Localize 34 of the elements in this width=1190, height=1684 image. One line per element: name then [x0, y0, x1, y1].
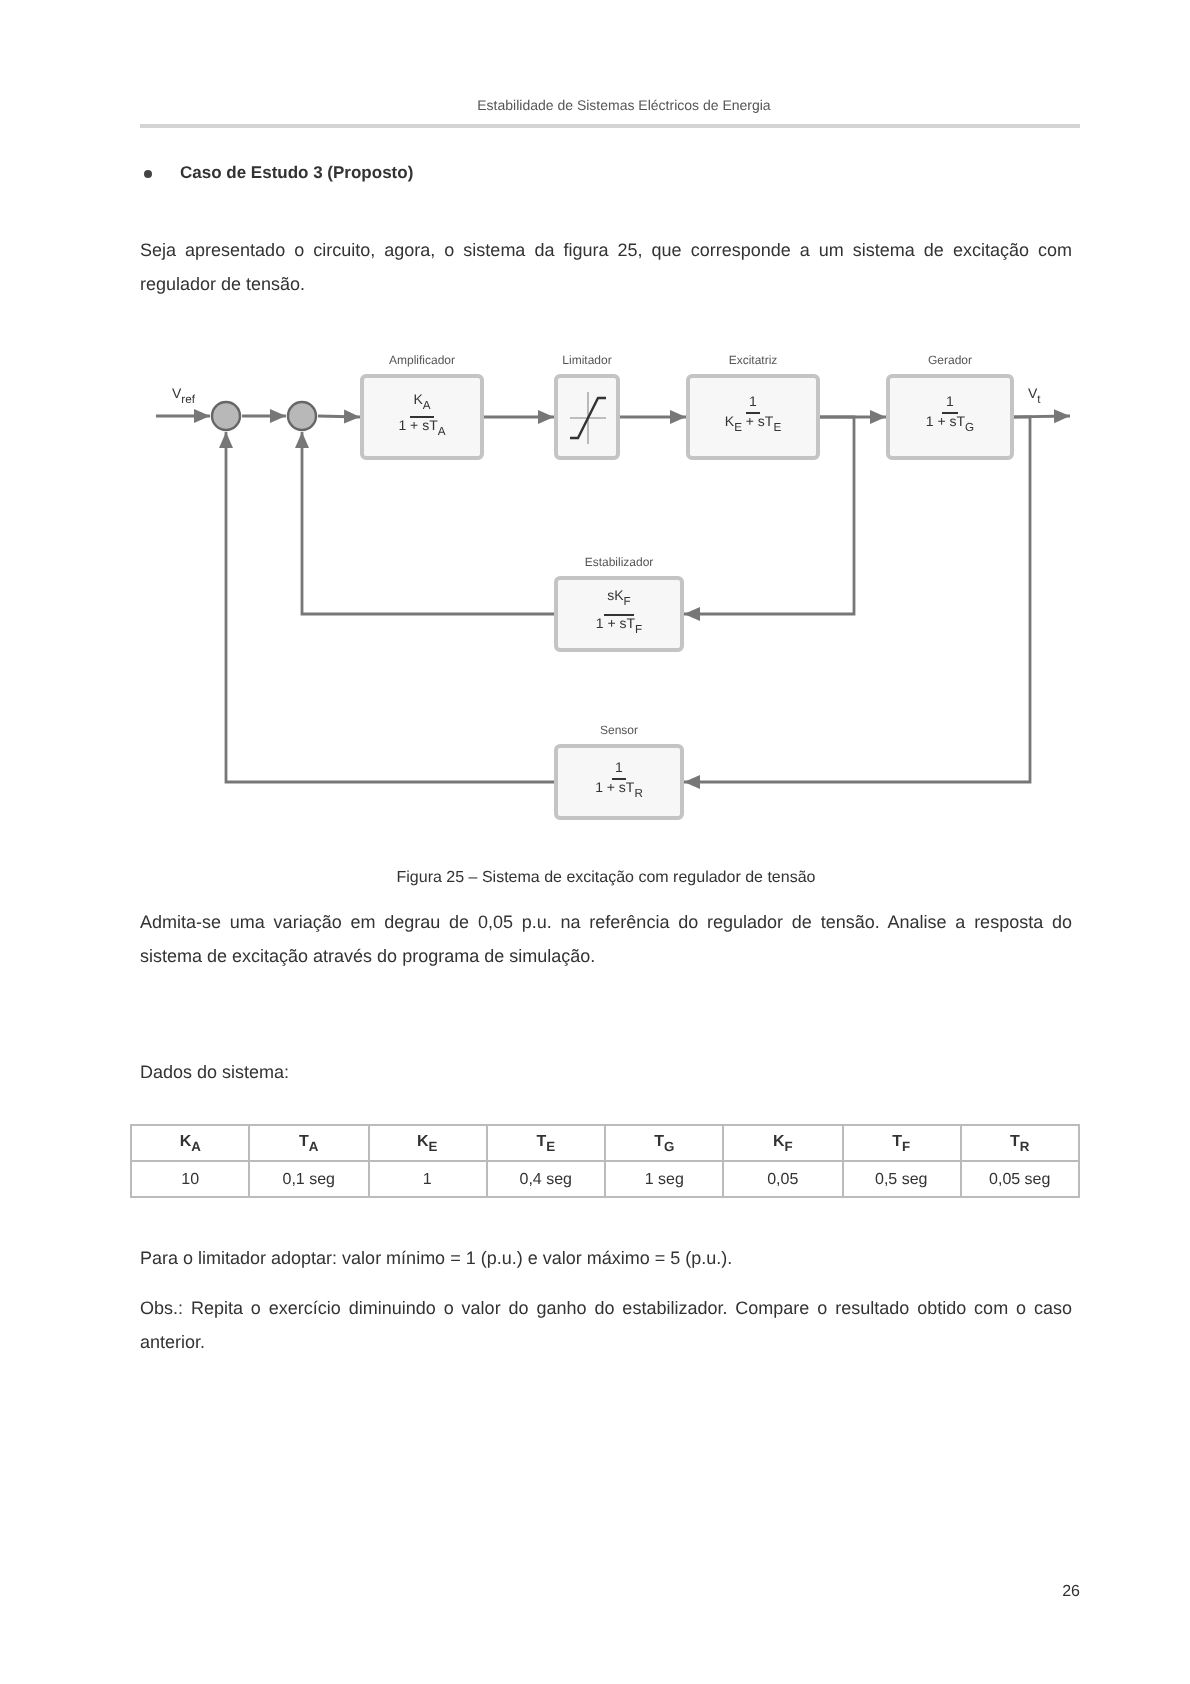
signal-arrow [242, 409, 286, 423]
signal-arrow [317, 409, 361, 424]
parameter-name: T$_{G}$ [605, 1125, 724, 1161]
paragraph: Para o limitador adoptar: valor mínimo = 1 (p.u.) e valor máximo = 5 (p.u.). [140, 1246, 735, 1272]
signal-arrow [219, 432, 554, 784]
parameter-name: T$_{R}$ [960, 1125, 1079, 1161]
paragraph: Seja apresentado o circuito, agora, o sistema da figura 25, que corresponde a um sistema de excitação com regulador de tensão. [140, 238, 1072, 298]
parameter-value: 0,1 seg [249, 1161, 368, 1197]
signal-arrow [484, 410, 554, 424]
parameter-value: 0,05 seg [960, 1161, 1079, 1197]
paragraph: Admita-se uma variação em degrau de 0,05 p.u. na referência do regulador de tensão. Analise a resposta do sistema de excitação através do programa de simulação. [140, 910, 1072, 970]
figure-caption: Figura 25 – Sistema de excitação com regulador de tensão [394, 868, 818, 886]
parameter-name: K$_{A}$ [131, 1125, 250, 1161]
parameter-name: K$_{E}$ [368, 1125, 487, 1161]
signal-arrow [684, 415, 1032, 789]
paragraph: Dados do sistema: [140, 1060, 292, 1086]
parameter-name: T$_{A}$ [249, 1125, 368, 1161]
page-number: 26 [1060, 1582, 1080, 1600]
signal-arrow [1013, 409, 1071, 424]
parameter-value: 1 seg [605, 1161, 724, 1197]
parameter-value: 10 [131, 1161, 250, 1197]
parameter-value: 0,4 seg [486, 1161, 605, 1197]
signal-arrow [295, 432, 554, 616]
parameter-name: K$_{F}$ [723, 1125, 842, 1161]
parameter-value: 0,5 seg [842, 1161, 961, 1197]
signal-arrow [620, 410, 686, 424]
parameter-value: 0,05 [723, 1161, 842, 1197]
parameter-name: T$_{E}$ [486, 1125, 605, 1161]
signal-arrow [684, 415, 856, 621]
signal-arrow [156, 409, 210, 423]
parameter-name: T$_{F}$ [842, 1125, 961, 1161]
paragraph: Obs.: Repita o exercício diminuindo o valor do ganho do estabilizador. Compare o resultado obtido com o caso anterior. [140, 1296, 1072, 1356]
parameter-value: 1 [368, 1161, 487, 1197]
section-heading: Caso de Estudo 3 (Proposto) [180, 162, 414, 182]
